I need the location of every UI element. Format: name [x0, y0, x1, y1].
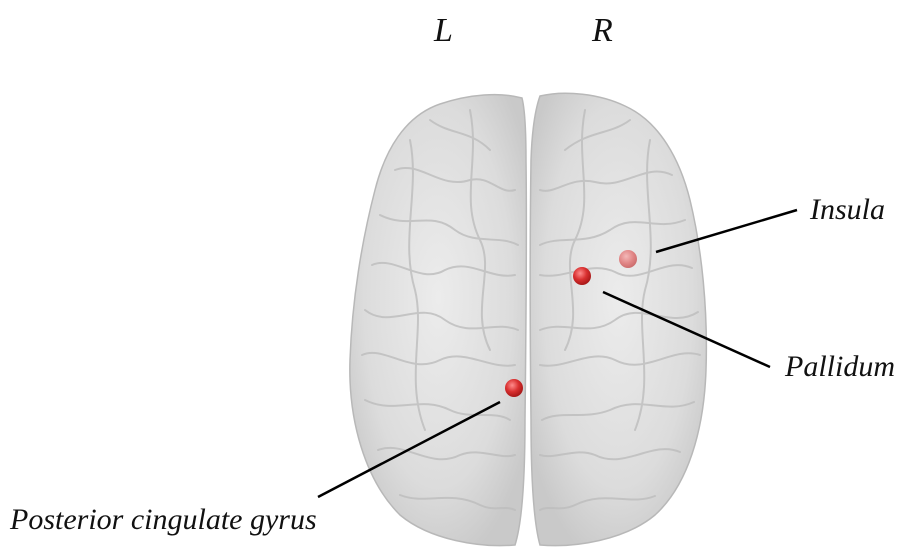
right-hemisphere-label: R [592, 14, 613, 48]
insula-label: Insula [810, 195, 885, 225]
left-hemisphere-label: L [434, 14, 453, 48]
posterior-cingulate-marker [505, 379, 523, 397]
pallidum-marker [573, 267, 591, 285]
pallidum-label: Pallidum [785, 352, 895, 382]
insula-marker [619, 250, 637, 268]
left-hemisphere [350, 95, 527, 546]
right-hemisphere [530, 93, 706, 545]
posterior-cingulate-gyrus-label: Posterior cingulate gyrus [10, 505, 317, 535]
